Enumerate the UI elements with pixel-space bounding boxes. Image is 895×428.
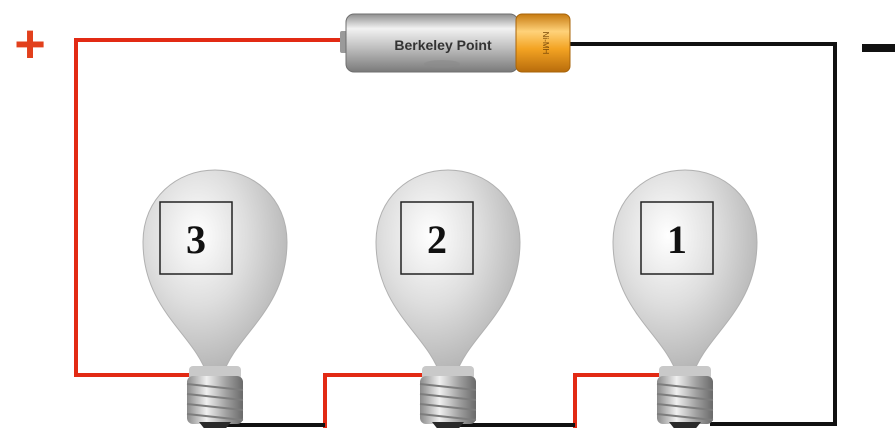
bulb-3: 3 [142, 169, 288, 428]
bulb-2: 2 [375, 169, 521, 428]
negative-terminal-symbol [862, 44, 895, 52]
bulb-2-label: 2 [427, 217, 447, 262]
battery: Berkeley Point Ni-MH [340, 13, 571, 73]
positive-terminal-symbol: + [14, 14, 46, 74]
bulb-1-label: 1 [667, 217, 687, 262]
bulb-1: 1 [612, 169, 758, 428]
bulb-2-label-box [400, 201, 474, 275]
bulb-3-label-box [159, 201, 233, 275]
bulb-3-label: 3 [186, 217, 206, 262]
bulb-1-label-box [640, 201, 714, 275]
battery-chemistry-label: Ni-MH [541, 32, 550, 55]
negative-wire [215, 42, 837, 427]
positive-wire [74, 38, 672, 428]
battery-brand-label: Berkeley Point [394, 37, 492, 53]
